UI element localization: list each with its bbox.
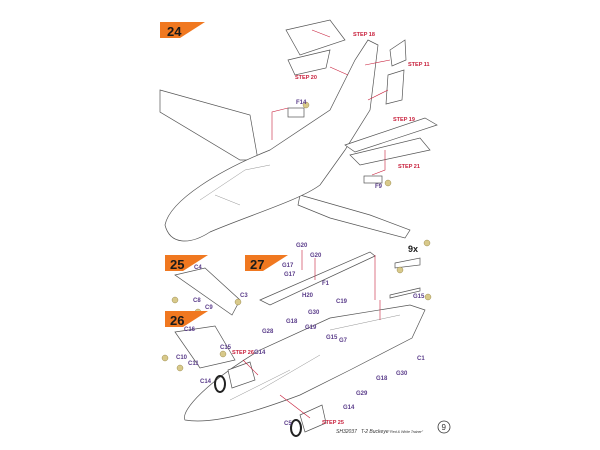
exhaust-part: [299, 404, 327, 433]
fuselage-lower: [184, 304, 426, 422]
intake-part: [227, 361, 256, 389]
part-f9: [363, 175, 383, 184]
part-label: C14: [200, 379, 212, 385]
part-c16: [174, 325, 236, 369]
part-label: C5: [284, 421, 292, 427]
part-label: C3: [240, 293, 248, 299]
part-label: G17: [284, 272, 296, 278]
part-label: G19: [305, 325, 317, 331]
part-label: C19: [336, 299, 348, 305]
part-label: G20: [296, 243, 308, 249]
part-label: C15: [220, 345, 232, 351]
step-ref: STEP 26: [232, 350, 254, 356]
part-label: C1: [417, 356, 425, 362]
part-label: G30: [396, 371, 408, 377]
step-badge-26: 26: [165, 311, 208, 328]
step-24-airframe: [159, 19, 438, 242]
step-ref: STEP 18: [353, 32, 375, 38]
tailplane-parts: [285, 19, 346, 76]
part-label: G20: [310, 253, 322, 259]
part-label: C11: [188, 361, 199, 367]
footer-title: T-2 Buckeye: [361, 429, 389, 435]
step-27-assembly: [184, 250, 426, 437]
right-wing: [297, 194, 411, 239]
page-number: 9: [442, 423, 447, 432]
part-label: G30: [308, 310, 320, 316]
part-c5: [290, 419, 302, 437]
step-ref: STEP 20: [295, 75, 317, 81]
part-label: G28: [262, 329, 274, 335]
fuselage: [164, 39, 379, 242]
part-label: G14: [343, 405, 355, 411]
part-c14: [214, 375, 226, 393]
part-label: G14: [254, 350, 266, 356]
step-badge-25: 25: [165, 255, 208, 272]
part-g15: [389, 287, 421, 299]
part-label: F14: [296, 100, 307, 106]
step-badge-27: 27: [245, 255, 288, 272]
elevator-parts: [344, 117, 438, 166]
step-ref: STEP 19: [393, 117, 415, 123]
step-ref: STEP 21: [398, 164, 420, 170]
footer-subtitle: "Red & White Trainer": [389, 430, 424, 434]
part-label: G17: [282, 263, 294, 269]
part-f14: [287, 107, 305, 118]
svg-text:26: 26: [170, 313, 184, 328]
part-label: G18: [376, 376, 388, 382]
part-label: C16: [184, 327, 196, 333]
part-label: G7: [339, 338, 348, 344]
part-label: C9: [205, 305, 213, 311]
part-label: G18: [286, 319, 298, 325]
page-number-circle: [437, 420, 451, 434]
step-badge-24: 24: [160, 22, 205, 39]
footer-code: SH32037: [336, 429, 357, 435]
part-label: H20: [302, 293, 314, 299]
part-label: F9: [375, 184, 383, 190]
pitot-part: [394, 257, 421, 269]
svg-text:25: 25: [170, 257, 184, 272]
quantity-label: 9x: [408, 244, 418, 254]
part-label: C8: [193, 298, 201, 304]
part-label: C4: [194, 265, 202, 271]
part-label: G15: [413, 294, 425, 300]
part-label: G29: [356, 391, 368, 397]
svg-text:24: 24: [167, 24, 182, 39]
left-wing: [159, 89, 259, 161]
part-label: G15: [326, 335, 338, 341]
svg-text:27: 27: [250, 257, 264, 272]
part-label: F1: [322, 281, 330, 287]
step-ref: STEP 11: [408, 62, 430, 68]
part-label: C10: [176, 355, 188, 361]
step-ref: STEP 25: [322, 420, 344, 426]
rudder-parts: [385, 39, 407, 105]
